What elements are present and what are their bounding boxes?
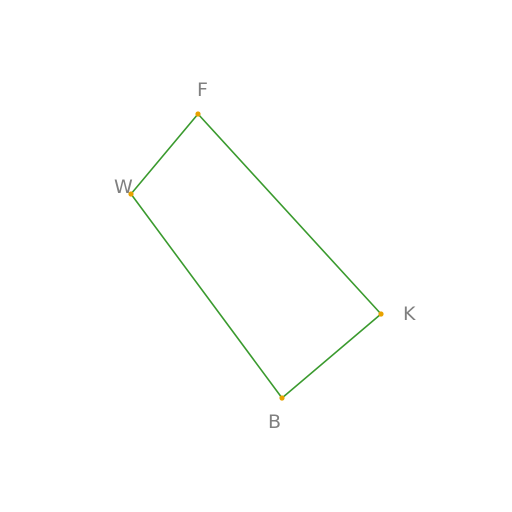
vertex-label-f: F xyxy=(197,79,208,101)
vertex-point-w xyxy=(128,191,134,197)
quadrilateral-fkbw xyxy=(130,113,382,399)
vertex-label-w: W xyxy=(114,176,133,198)
vertex-point-k xyxy=(378,311,384,317)
vertex-label-b: B xyxy=(268,411,281,433)
vertex-point-b xyxy=(279,395,285,401)
vertex-point-f xyxy=(195,111,201,117)
vertex-label-k: K xyxy=(403,303,416,325)
